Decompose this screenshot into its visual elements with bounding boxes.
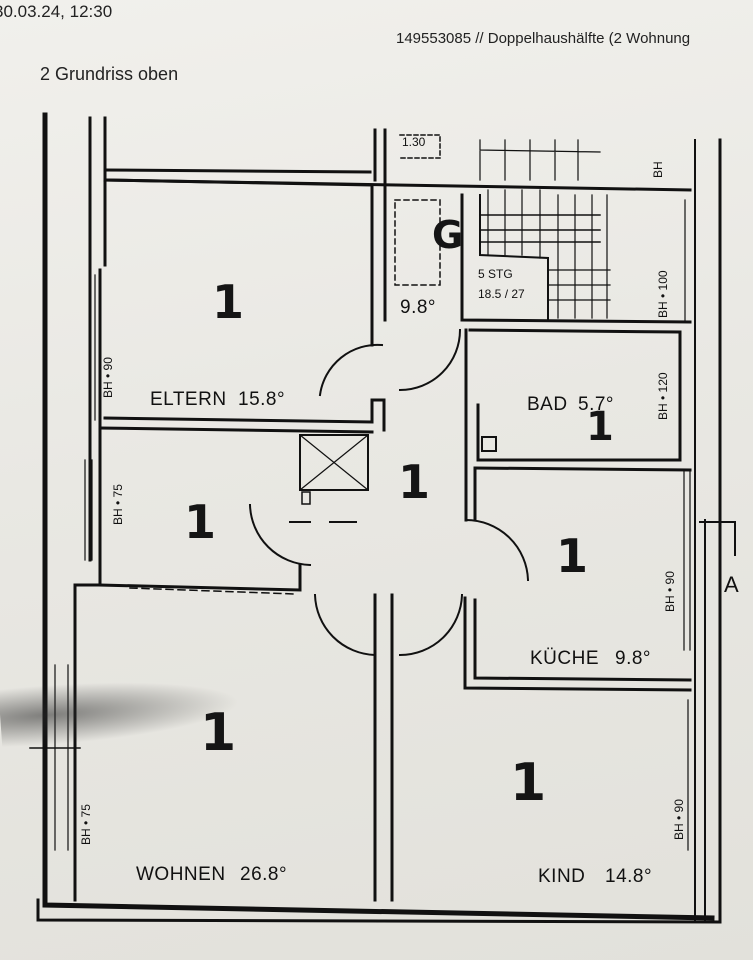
handwritten-mark-mid-left: 1 [184,495,216,549]
window-label-kueche: BH • 90 [663,571,677,612]
room-area-stair: 9.8° [400,297,436,318]
handwritten-g-mark: G [432,213,463,257]
plan-walls [29,112,736,924]
handwritten-mark-eltern: 1 [212,275,244,329]
handwritten-mark-bad: 1 [586,404,614,450]
room-area-bad: 5.7° [578,394,614,415]
section-marker: A [724,572,739,597]
room-area-kueche: 9.8° [615,648,651,669]
page-title: 2 Grundriss oben [40,64,179,84]
room-area-wohnen: 26.8° [240,864,287,885]
window-label-mid-left: BH • 75 [111,484,125,525]
stairs-label: 5 STG [478,267,513,281]
room-name-wohnen: WOHNEN [136,864,226,885]
handwritten-mark-kind: 1 [510,753,546,813]
room-name-kueche: KÜCHE [530,648,599,669]
header-listing-reference: 149553085 // Doppelhaushälfte (2 Wohnung [396,30,691,47]
window-label-top-right: BH [651,161,665,178]
room-area-kind: 14.8° [605,866,652,887]
window-label-bad: BH • 120 [656,372,670,420]
window-label-eltern: BH • 90 [101,357,115,398]
header-datetime: 30.03.24, 12:30 [0,2,113,21]
window-label-stair-right: BH • 100 [656,270,670,318]
room-name-kind: KIND [538,866,585,887]
handwritten-mark-hall: 1 [398,455,430,509]
stairs-dimensions: 18.5 / 27 [478,287,525,301]
room-name-bad: BAD [527,394,568,415]
handwritten-mark-kueche: 1 [556,529,588,583]
small-dimension-label: 1.30 [402,135,426,149]
window-label-wohnen: BH • 75 [79,804,93,845]
window-label-kind: BH • 90 [672,799,686,840]
room-area-eltern: 15.8° [238,389,285,410]
room-name-eltern: ELTERN [150,389,227,410]
